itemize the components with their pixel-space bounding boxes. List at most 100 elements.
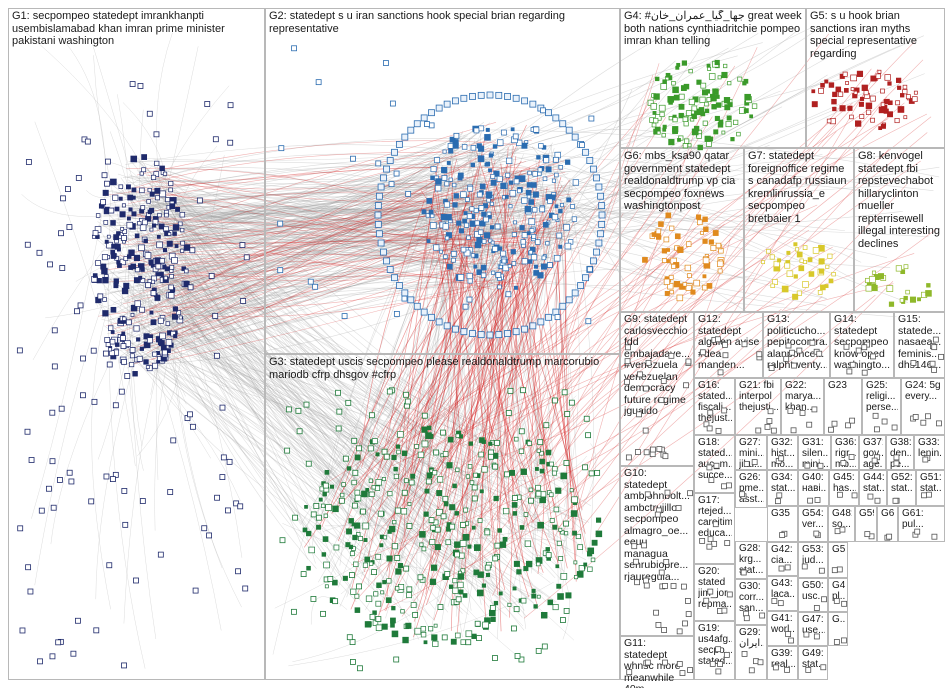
node <box>348 518 354 524</box>
node <box>770 427 777 434</box>
node <box>137 221 142 226</box>
node <box>27 588 34 595</box>
edge-red <box>114 172 558 329</box>
node <box>402 636 409 644</box>
edge-red <box>163 171 566 292</box>
node <box>335 425 342 432</box>
edge <box>533 190 827 299</box>
node <box>443 501 449 507</box>
node <box>386 266 394 273</box>
node <box>786 250 791 255</box>
edge-red <box>594 69 879 535</box>
edge-red <box>114 122 497 247</box>
node <box>521 97 529 105</box>
edge <box>141 191 567 283</box>
edge <box>125 144 504 165</box>
edge-red <box>490 155 559 568</box>
node <box>302 527 308 533</box>
group-box-g20: G20: stated jim_jor... repma... <box>694 564 735 621</box>
node <box>447 143 454 149</box>
edge-red <box>134 159 568 253</box>
edge <box>556 173 583 555</box>
node <box>483 232 491 239</box>
edge <box>474 150 934 192</box>
node <box>392 519 397 525</box>
node <box>429 539 436 545</box>
edge <box>130 356 506 473</box>
node <box>345 542 351 548</box>
node <box>129 347 136 353</box>
node <box>327 576 334 582</box>
edge <box>171 212 223 569</box>
node <box>793 242 798 247</box>
edge <box>365 190 561 611</box>
node <box>563 460 570 466</box>
edge <box>326 419 530 482</box>
node <box>393 466 398 472</box>
node <box>865 285 873 292</box>
node <box>751 459 758 466</box>
edge <box>172 236 525 511</box>
node <box>559 203 565 208</box>
node <box>426 472 433 479</box>
node <box>925 413 931 420</box>
node <box>538 143 544 149</box>
edge <box>411 269 536 596</box>
node <box>893 454 900 461</box>
node <box>568 399 575 406</box>
node <box>804 462 811 469</box>
group-label-g6: G6: mbs_ksa90 qatar government statedept… <box>624 150 736 212</box>
node <box>403 391 409 398</box>
edge <box>136 180 536 192</box>
edge <box>154 156 438 236</box>
node <box>95 213 101 218</box>
group-label-g23: G23 <box>828 380 847 391</box>
node <box>122 228 127 234</box>
node <box>153 171 160 177</box>
node <box>351 437 358 444</box>
node <box>149 310 154 315</box>
edge-red <box>500 163 514 618</box>
node <box>434 526 441 533</box>
node <box>394 507 401 514</box>
node <box>507 602 512 607</box>
node <box>849 417 856 424</box>
node <box>850 87 855 91</box>
node <box>453 193 459 199</box>
edge <box>151 188 340 520</box>
edge-red <box>406 204 818 443</box>
group-box-g46: G46: pl... <box>828 578 848 612</box>
node <box>60 195 66 202</box>
edge <box>171 235 438 308</box>
node <box>743 108 749 114</box>
edge-red <box>164 173 516 202</box>
edge-red <box>462 253 915 447</box>
edge-red <box>140 202 483 347</box>
node <box>653 93 660 100</box>
node <box>109 338 116 345</box>
edge <box>456 24 683 193</box>
node <box>96 278 102 284</box>
edge <box>123 280 507 361</box>
edge <box>501 45 901 290</box>
node <box>473 544 481 551</box>
node <box>187 284 194 291</box>
node <box>146 110 153 117</box>
node <box>458 228 464 234</box>
node <box>543 157 550 164</box>
edge <box>152 179 219 362</box>
group-label-g33: G33: lenin... <box>918 437 942 459</box>
edge <box>131 262 549 338</box>
node <box>662 79 667 84</box>
node <box>454 541 461 548</box>
node <box>441 166 448 173</box>
node <box>136 355 143 362</box>
node <box>871 270 877 275</box>
node <box>401 450 408 456</box>
group-label-g32: G32: hist... mo... <box>771 437 795 470</box>
edge <box>179 226 534 321</box>
node <box>113 281 119 287</box>
node <box>405 622 412 629</box>
node <box>442 451 449 457</box>
node <box>437 604 444 610</box>
